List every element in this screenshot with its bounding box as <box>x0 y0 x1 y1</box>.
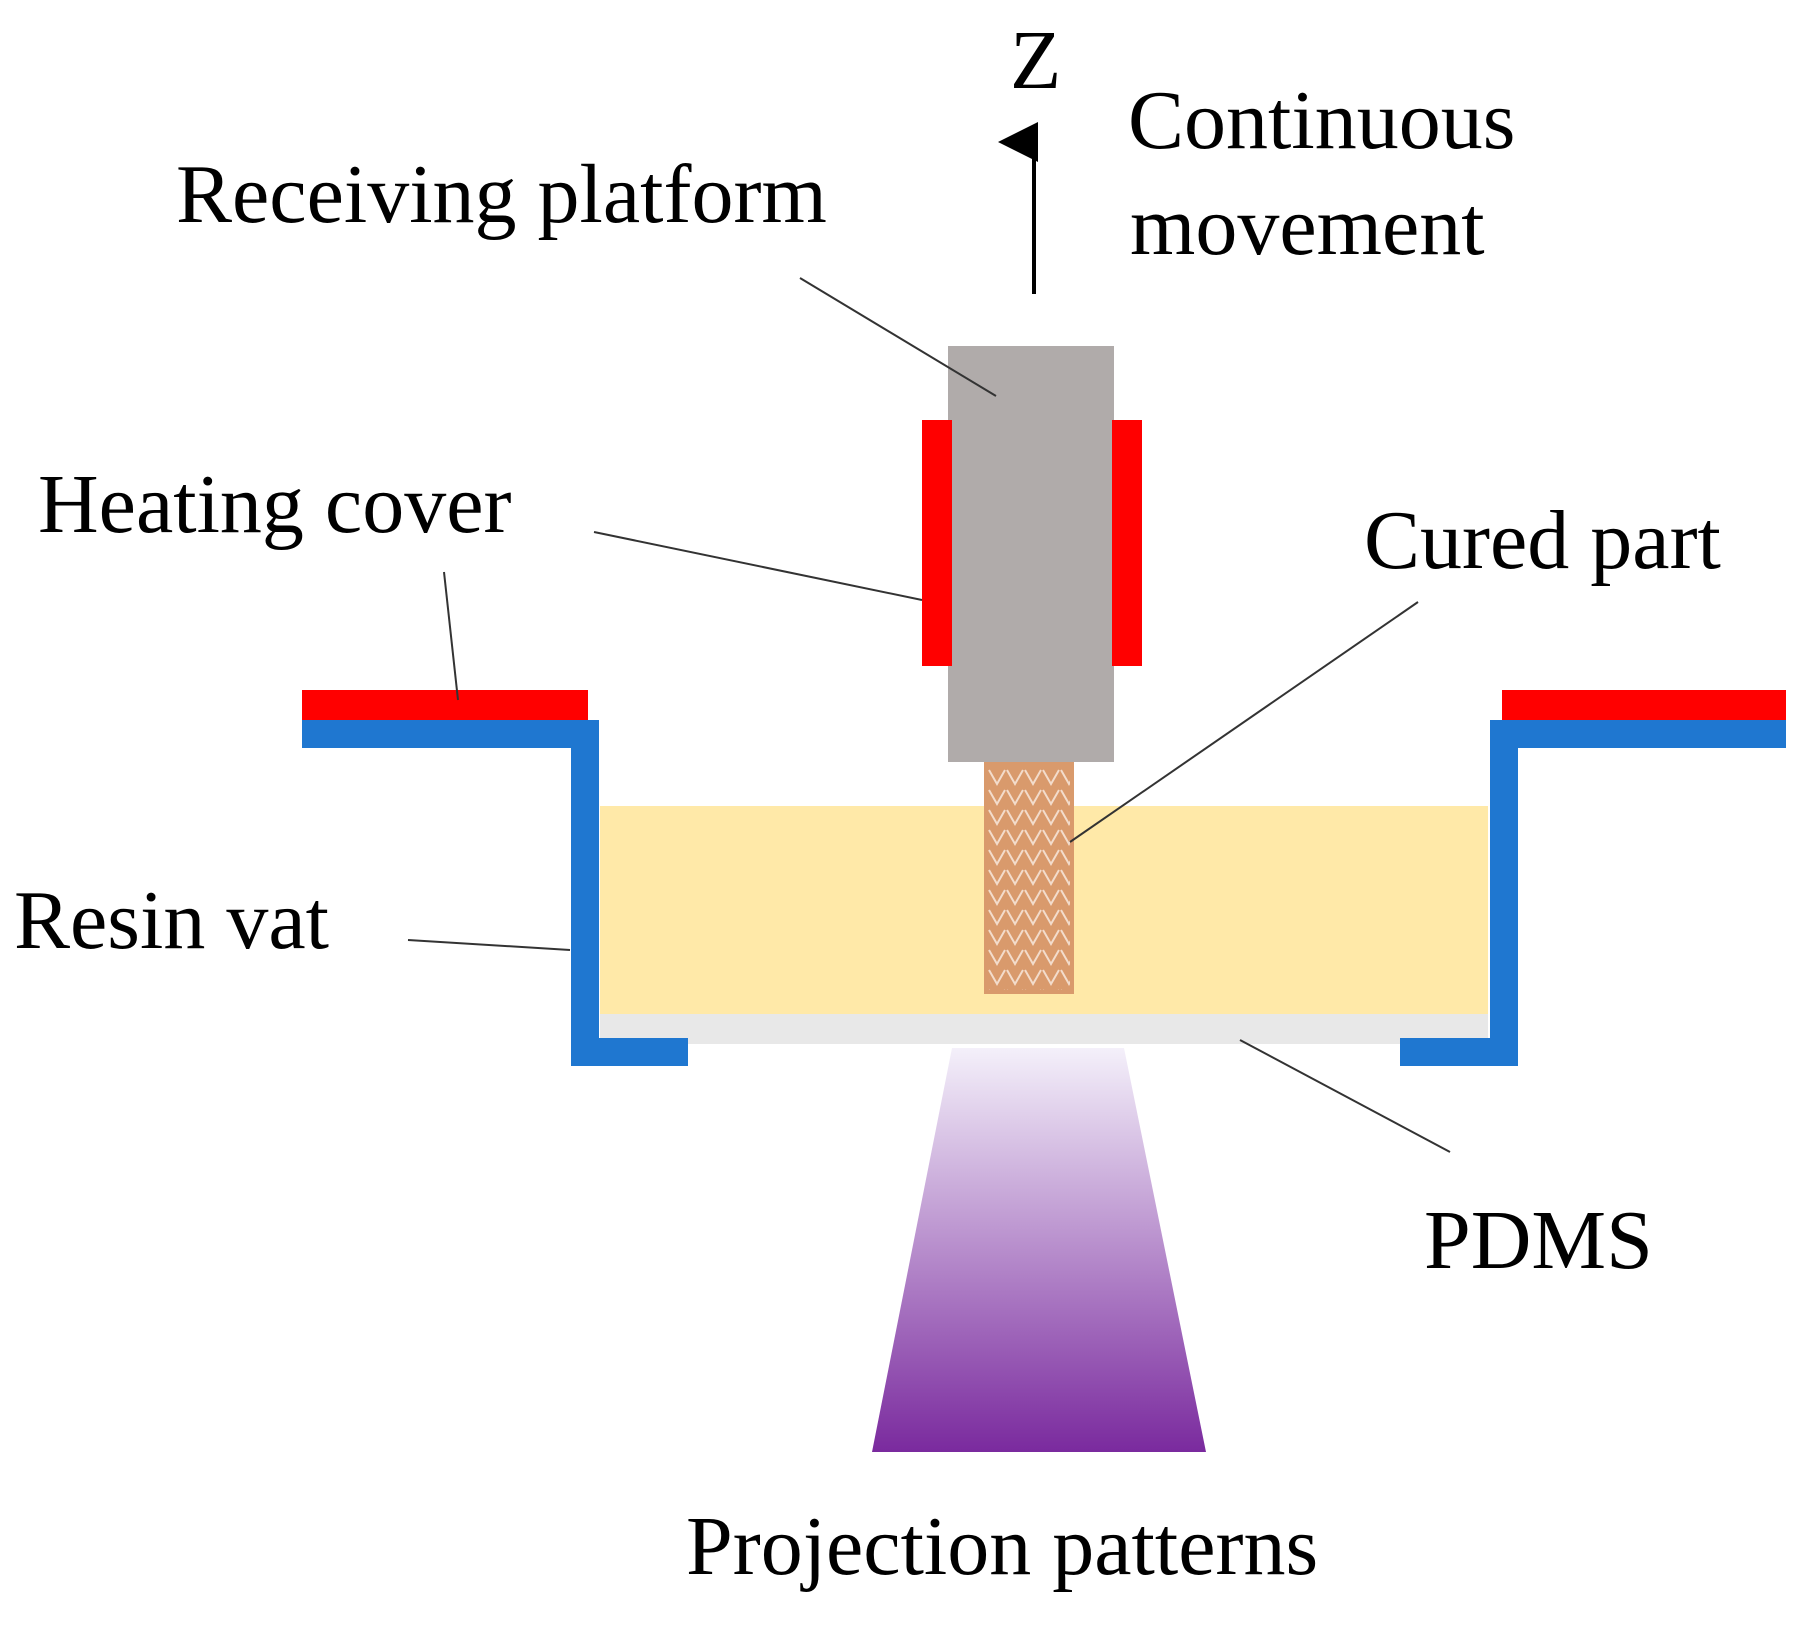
leader-resin-vat <box>407 939 571 951</box>
receiving-platform <box>948 346 1114 762</box>
heating-cover-platform-left <box>922 420 952 666</box>
leader-heating-cover-platform <box>593 531 923 601</box>
projection-beam <box>872 1048 1206 1452</box>
leader-heating-cover-vat <box>443 571 459 701</box>
cured-part <box>984 762 1074 994</box>
leader-receiving-platform <box>799 277 997 397</box>
resin-vat-label: Resin vat <box>14 874 329 967</box>
heating-cover-label: Heating cover <box>38 458 511 551</box>
pdms-label: PDMS <box>1424 1194 1653 1287</box>
leader-pdms <box>1239 1039 1451 1153</box>
projection-patterns-label: Projection patterns <box>686 1500 1318 1593</box>
continuous-movement-label-line2: movement <box>1130 180 1485 273</box>
heating-cover-vat-left <box>302 690 588 720</box>
cured-part-label: Cured part <box>1364 494 1721 587</box>
heating-cover-platform-right <box>1112 420 1142 666</box>
pdms-film <box>600 1014 1488 1044</box>
leader-cured-part <box>1069 601 1419 843</box>
continuous-movement-label-line1: Continuous <box>1128 74 1515 167</box>
resin-vat-left-wall <box>302 720 688 1066</box>
resin-vat-right-wall <box>1400 720 1786 1066</box>
receiving-platform-label: Receiving platform <box>176 148 827 241</box>
heating-cover-vat-right <box>1502 690 1786 720</box>
z-axis-label: Z <box>1010 14 1061 107</box>
